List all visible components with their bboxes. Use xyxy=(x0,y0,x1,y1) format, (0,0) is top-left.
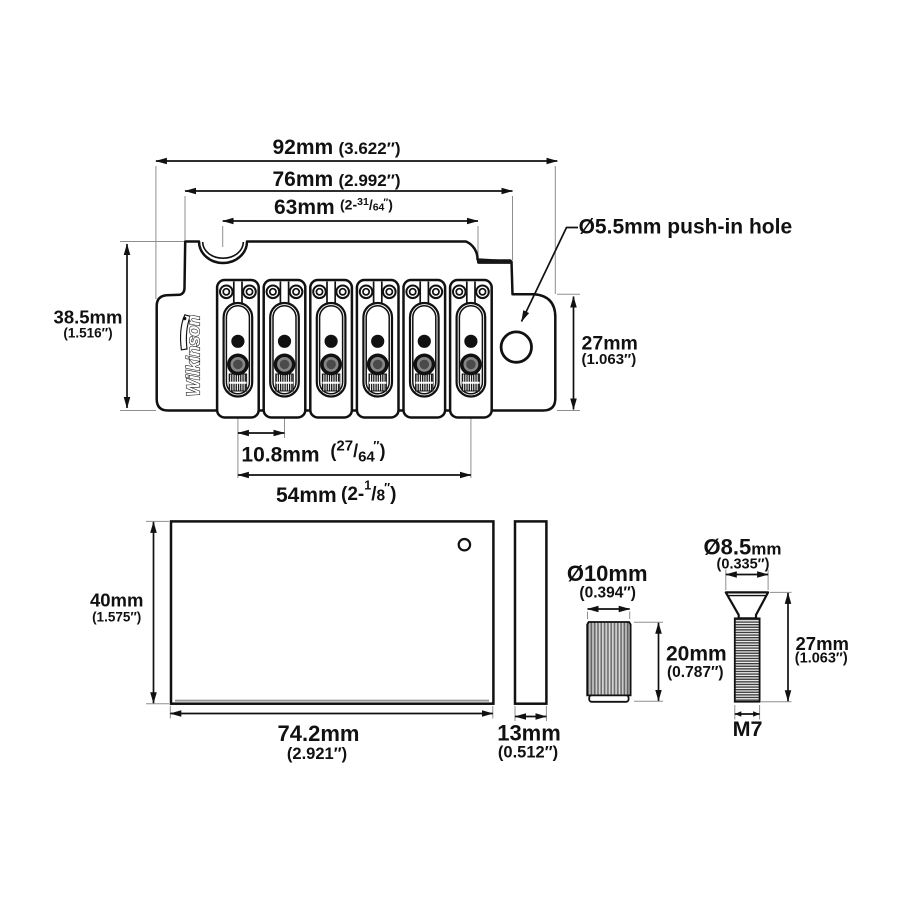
svg-text:40mm: 40mm xyxy=(90,590,143,611)
svg-text:63mm: 63mm xyxy=(274,196,335,219)
svg-text:Wilkinson: Wilkinson xyxy=(184,315,204,397)
svg-text:(1.063″): (1.063″) xyxy=(582,351,637,368)
svg-text:20mm: 20mm xyxy=(666,643,727,666)
svg-text:Ø5.5mm push-in hole: Ø5.5mm push-in hole xyxy=(579,216,793,239)
svg-text:10.8mm: 10.8mm xyxy=(241,444,319,467)
svg-text:54mm: 54mm xyxy=(276,484,337,507)
svg-text:(1.063″): (1.063″) xyxy=(795,651,848,667)
svg-text:Ø10mm: Ø10mm xyxy=(567,561,648,586)
svg-text:38.5mm: 38.5mm xyxy=(54,307,123,328)
svg-text:74.2mm: 74.2mm xyxy=(278,721,360,746)
svg-text:76mm: 76mm xyxy=(273,168,334,191)
svg-text:13mm: 13mm xyxy=(497,721,561,746)
svg-text:(0.394″): (0.394″) xyxy=(579,585,636,602)
svg-text:(0.512″): (0.512″) xyxy=(498,744,558,762)
svg-text:27mm: 27mm xyxy=(582,333,638,355)
svg-text:(0.335″): (0.335″) xyxy=(717,557,770,573)
svg-text:(3.622″): (3.622″) xyxy=(339,139,401,158)
svg-text:Ø8.5mm: Ø8.5mm xyxy=(704,535,782,560)
svg-text:27mm: 27mm xyxy=(796,633,849,654)
svg-text:(0.787″): (0.787″) xyxy=(667,664,724,681)
svg-text:(1.575″): (1.575″) xyxy=(92,610,141,625)
svg-text:92mm: 92mm xyxy=(273,136,334,159)
svg-text:(2.921″): (2.921″) xyxy=(287,745,347,763)
svg-text:(1.516″): (1.516″) xyxy=(63,326,112,341)
svg-text:M7: M7 xyxy=(733,717,763,741)
svg-text:(2.992″): (2.992″) xyxy=(339,171,401,190)
